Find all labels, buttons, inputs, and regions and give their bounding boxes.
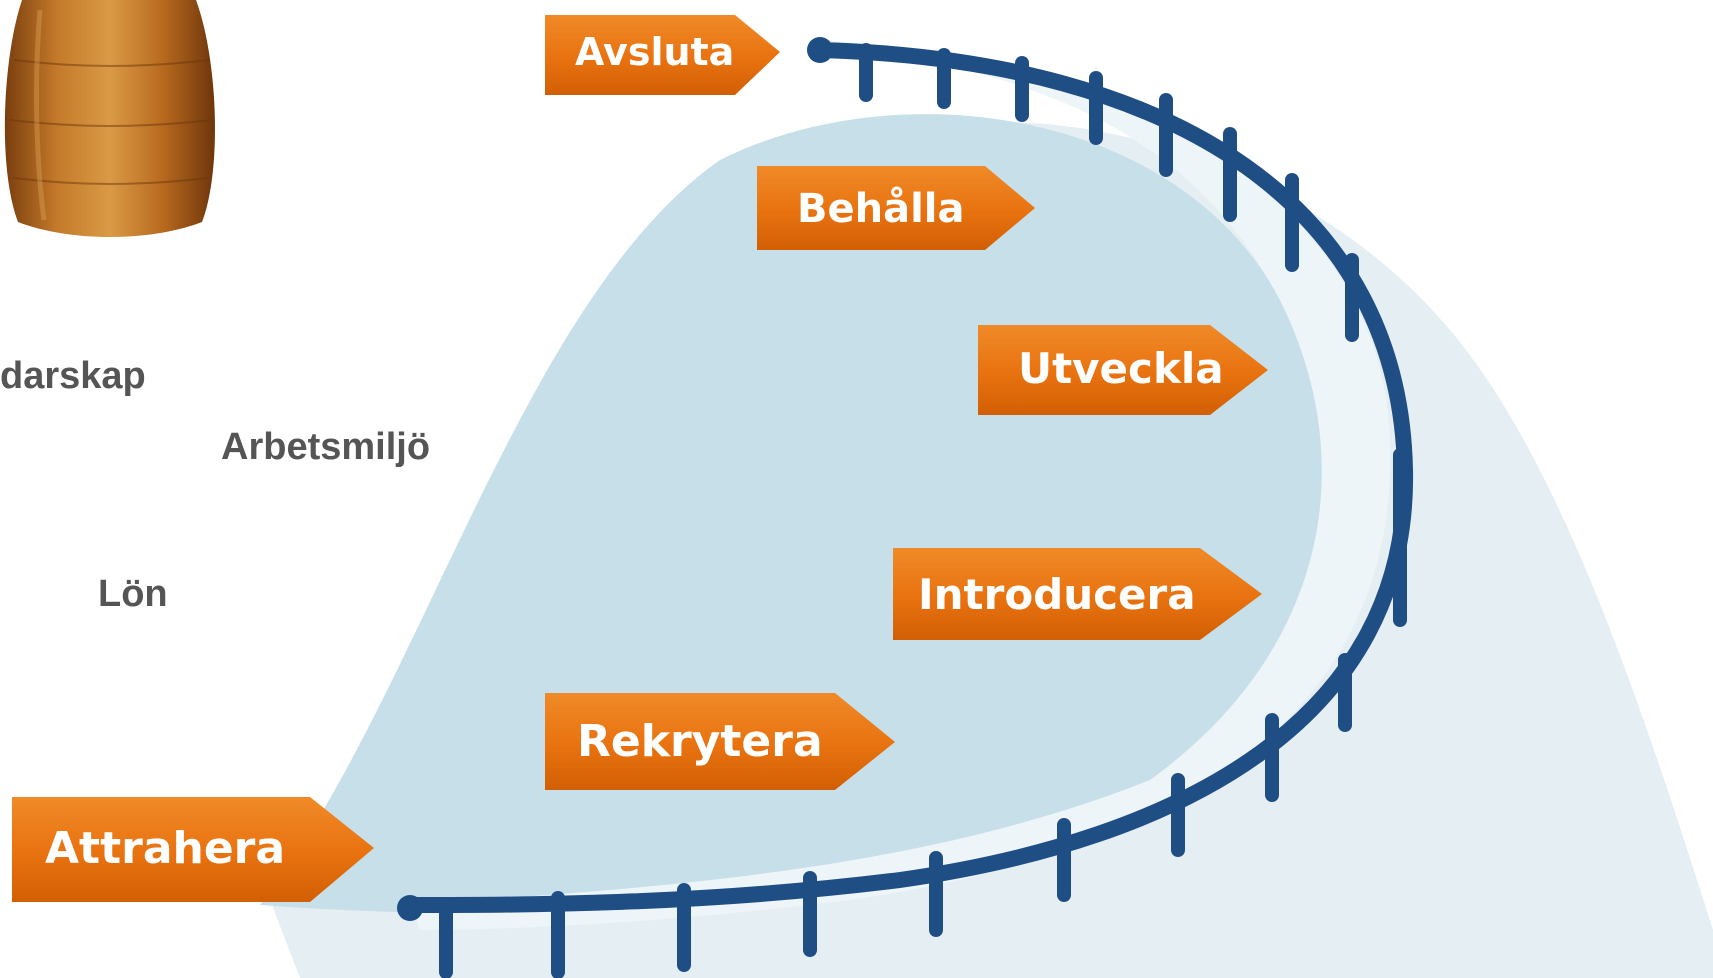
stage-label-avsluta: Avsluta — [575, 30, 734, 74]
stage-label-introducera: Introducera — [918, 570, 1196, 619]
stage-arrow-behalla: Behålla — [757, 166, 1035, 250]
stage-label-rekrytera: Rekrytera — [577, 716, 823, 767]
rail-end-bottom — [397, 895, 423, 921]
stage-label-attrahera: Attrahera — [45, 823, 285, 874]
stage-arrow-attrahera: Attrahera — [12, 797, 374, 902]
inner-background-shape — [260, 114, 1322, 914]
label-ledarskap: darskap — [0, 355, 146, 397]
label-lon: Lön — [98, 573, 168, 615]
rail-end-top — [807, 37, 833, 63]
stage-arrow-rekrytera: Rekrytera — [545, 693, 895, 790]
stage-arrow-avsluta: Avsluta — [545, 15, 780, 95]
stage-arrow-utveckla: Utveckla — [978, 325, 1268, 415]
label-arbetsmiljo: Arbetsmiljö — [221, 426, 431, 468]
rail-ticks — [439, 43, 1407, 978]
rail-track — [402, 42, 1414, 913]
barrel-icon — [4, 0, 215, 237]
stage-label-utveckla: Utveckla — [1018, 344, 1224, 393]
stage-arrow-introducera: Introducera — [893, 548, 1262, 640]
stage-label-behalla: Behålla — [797, 185, 965, 232]
